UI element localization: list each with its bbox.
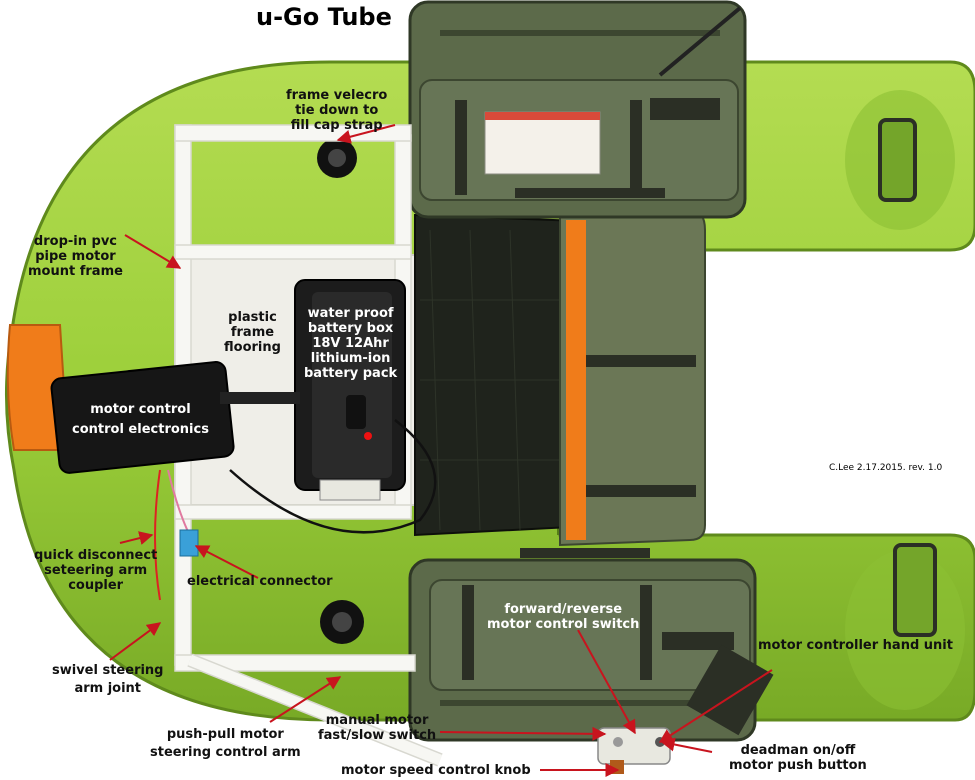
- label-battery-box: water proof battery box 18V 12Ahr lithiu…: [304, 306, 398, 381]
- label-forward-reverse: forward/reverse motor control switch: [487, 602, 640, 632]
- label-pvc-frame: drop-in pvc pipe motor mount frame: [28, 234, 123, 279]
- orange-strap: [566, 220, 586, 540]
- label-manual-switch: manual motor fast/slow switch: [318, 713, 437, 743]
- label-quick-disconnect: quick disconnect seteering arm coupler: [34, 548, 158, 593]
- label-motor-control-electronics: motor control control electronics: [72, 402, 209, 437]
- label-deadman-button: deadman on/off motor push button: [729, 743, 867, 773]
- label-velcro-tie-down: frame velecro tie down to fill cap strap: [286, 88, 388, 133]
- callout-arrows: [109, 124, 773, 777]
- label-plastic-flooring: plastic frame flooring: [224, 310, 281, 355]
- motor-control-box: [50, 361, 300, 474]
- label-electrical-connector: electrical connector: [187, 574, 333, 589]
- page-title: u-Go Tube: [256, 3, 392, 31]
- label-swivel-joint: swivel steering arm joint: [52, 663, 164, 696]
- bottom-storage-bag: [408, 558, 774, 742]
- label-hand-unit: motor controller hand unit: [758, 638, 953, 653]
- top-storage-bag: [408, 0, 747, 219]
- author-credit: C.Lee 2.17.2015. rev. 1.0: [829, 463, 943, 473]
- orange-nose-panel: [6, 324, 70, 451]
- label-speed-knob: motor speed control knob: [341, 763, 531, 778]
- label-push-pull-arm: push-pull motor steering control arm: [150, 727, 301, 760]
- battery-box: [294, 279, 406, 501]
